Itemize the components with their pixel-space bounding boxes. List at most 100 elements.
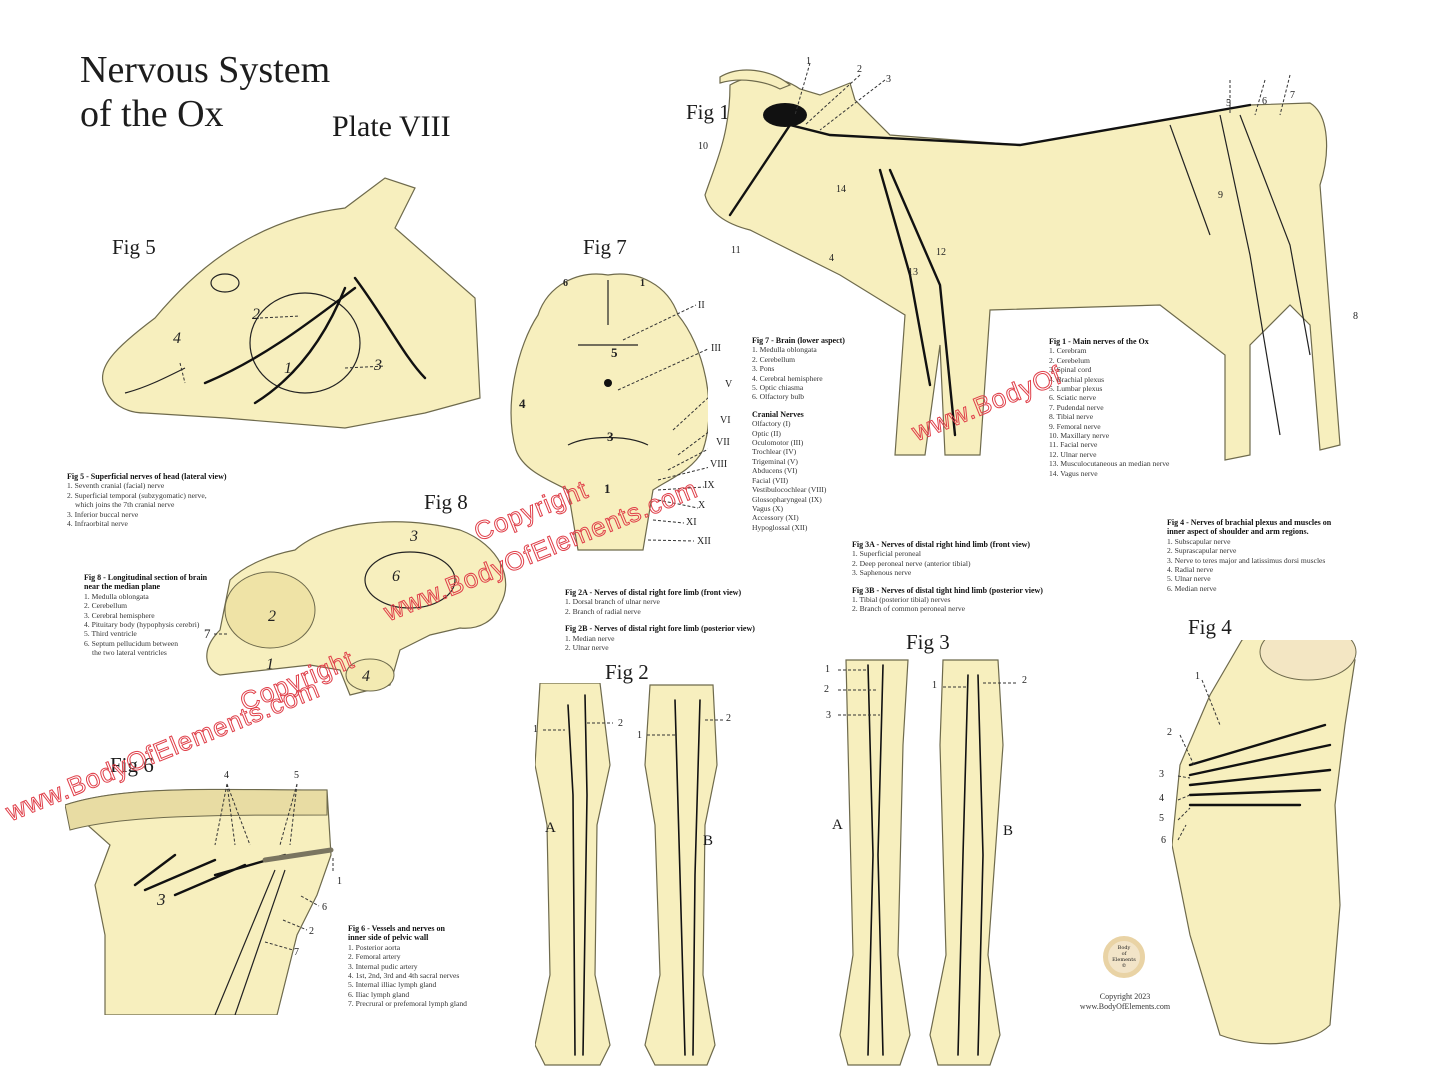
fig7-legend-item: 6. Olfactory bulb — [752, 392, 805, 402]
fig4-legend-item: 1. Subscapular nerve — [1167, 536, 1231, 546]
fig2-legend: Fig 2A - Nerves of distal right fore lim… — [565, 588, 755, 652]
head-shape — [101, 177, 481, 429]
fig1-legend-item: 12. Ulnar nerve — [1049, 449, 1097, 459]
fig2-limbs-illustration — [535, 683, 723, 1066]
fig7-callout-V: V — [725, 379, 733, 390]
fig3-legend: Fig 3A - Nerves of distal right hind lim… — [852, 540, 1043, 614]
fig7-cranial-item: Vagus (X) — [752, 503, 784, 513]
fig5-legend-item: which joins the 7th cranial nerve — [75, 500, 175, 510]
poster-title: Nervous System of the Ox — [80, 48, 330, 136]
fig6-legend-item: 6. Iliac lymph gland — [348, 989, 410, 999]
fig4-label: Fig 4 — [1188, 615, 1232, 639]
fig2b-callout-1: 1 — [637, 730, 642, 741]
fig8-callout-3: 3 — [410, 528, 418, 545]
fig1-legend-item: 6. Sciatic nerve — [1049, 393, 1097, 403]
fig8-legend-item: 2. Cerebellum — [84, 601, 128, 611]
fig4-callout-1: 1 — [1195, 671, 1200, 682]
fig7-callout-VI: VI — [720, 415, 731, 426]
logo-text-2: of — [1121, 951, 1127, 957]
fig8-label: Fig 8 — [424, 490, 468, 514]
fig4-legend-item: 6. Median nerve — [1167, 583, 1217, 593]
fig6-legend-item: 1. Posterior aorta — [348, 942, 401, 952]
fig6-legend-item: 5. Internal illiac lymph gland — [348, 980, 437, 990]
fig1-legend-item: 10. Maxillary nerve — [1049, 431, 1110, 441]
fig7-callout-X: X — [698, 500, 706, 511]
humeral-head — [1259, 640, 1357, 681]
fig1-callout-10: 10 — [698, 141, 708, 152]
title-line-2: of the Ox — [80, 93, 224, 135]
fig7-cranial-item: Accessory (XI) — [752, 513, 799, 523]
fig1-callout-13: 13 — [908, 267, 918, 278]
fig3a-legend-item: 2. Deep peroneal nerve (anterior tibial) — [852, 558, 971, 568]
fig8-callout-2: 2 — [268, 608, 276, 625]
fig7-cranial-item: Trigeminal (V) — [752, 456, 798, 466]
fig7-callout-IX: IX — [704, 480, 715, 491]
fig8-legend-item: 5. Third ventricle — [84, 629, 137, 639]
fig4-legend-item: 5. Ulnar nerve — [1167, 574, 1211, 584]
posterior-aorta — [262, 847, 334, 863]
fig8-legend-title-2: near the median plane — [84, 582, 161, 592]
website-text: www.BodyOfElements.com — [1079, 1002, 1171, 1011]
fig2b-legend-title: Fig 2B - Nerves of distal right fore lim… — [565, 624, 755, 634]
fig1-legend-item: 3. Spinal cord — [1049, 365, 1092, 375]
fig3b-callout-2: 2 — [1022, 675, 1027, 686]
fig4-legend-title-2: inner aspect of shoulder and arm regions… — [1167, 527, 1309, 537]
fig8-callout-4: 4 — [362, 668, 370, 685]
brain-septum — [364, 551, 456, 609]
fig5-callout-3: 3 — [374, 357, 382, 374]
fig7-legend-item: 2. Cerebellum — [752, 354, 796, 364]
fig3a-legend-item: 3. Saphenous nerve — [852, 568, 912, 578]
fig4-callout-5: 5 — [1159, 813, 1164, 824]
fig6-callout-1: 1 — [337, 876, 342, 887]
fig4-legend-title-1: Fig 4 - Nerves of brachial plexus and mu… — [1167, 518, 1332, 527]
fig7-label: Fig 7 — [583, 235, 627, 259]
ox-sciatic-nerve — [1219, 114, 1281, 436]
fig1-legend-item: 11. Facial nerve — [1049, 440, 1098, 450]
fig8-callout-7: 7 — [204, 626, 211, 641]
fig6-callout-5: 5 — [294, 770, 299, 781]
fig4-legend-item: 4. Radial nerve — [1167, 565, 1214, 575]
fig7-brain-illustration — [510, 273, 708, 551]
fig8-legend-item: the two lateral ventricles — [92, 648, 167, 658]
fig7-region-3: 3 — [607, 429, 614, 444]
fig1-callout-6: 6 — [1262, 96, 1267, 107]
fig7-callout-II: II — [698, 300, 705, 311]
hind-limb-b — [929, 659, 1004, 1066]
fig6-legend-title-1: Fig 6 - Vessels and nerves on — [348, 924, 445, 933]
fig2b-callout-2: 2 — [726, 713, 731, 724]
ox-median-nerve — [888, 168, 957, 437]
fig8-callout-6: 6 — [392, 568, 400, 585]
fig5-callout-4: 4 — [173, 330, 181, 347]
fig6-legend-item: 4. 1st, 2nd, 3rd and 4th sacral nerves — [348, 971, 460, 981]
fig6-callout-6: 6 — [322, 902, 327, 913]
ox-brachial-nerve — [878, 168, 932, 387]
fig8-legend-item: 1. Medulla oblongata — [84, 591, 149, 601]
fig2a-callout-1: 1 — [533, 724, 538, 735]
head-buccal-nerve — [253, 286, 347, 405]
fig7-cranial-item: Hypoglossal (XII) — [752, 522, 808, 532]
fig3-limbs-illustration — [838, 659, 1016, 1066]
fig3-view-a: A — [832, 817, 843, 833]
fore-limb-b-nerve-2 — [692, 699, 701, 1056]
fig7-legend-item: 1. Medulla oblongata — [752, 345, 817, 355]
fig7-legend: Fig 7 - Brain (lower aspect) 1. Medulla … — [752, 336, 845, 532]
fig4-callout-6: 6 — [1161, 835, 1166, 846]
fig1-callout-14: 14 — [836, 184, 846, 195]
fig5-callout-1: 1 — [284, 360, 292, 377]
fig8-legend: Fig 8 - Longitudinal section of brain ne… — [84, 573, 207, 658]
fig1-legend-title: Fig 1 - Main nerves of the Ox — [1049, 337, 1149, 346]
fig1-legend-item: 1. Cerebram — [1049, 346, 1087, 356]
fig3b-legend-item: 2. Branch of common peroneal nerve — [852, 604, 966, 614]
fig2-label: Fig 2 — [605, 660, 649, 684]
fig1-legend: Fig 1 - Main nerves of the Ox 1. Cerebra… — [1049, 337, 1169, 478]
fig7-cranial-item: Optic (II) — [752, 428, 781, 438]
fig4-callout-2: 2 — [1167, 727, 1172, 738]
fig1-callout-11: 11 — [731, 245, 741, 256]
fig6-callout-3: 3 — [157, 890, 166, 909]
fig1-callout-1: 1 — [806, 56, 811, 67]
fig3a-callout-2: 2 — [824, 684, 829, 695]
ox-brain-mark — [763, 103, 807, 127]
fig7-cranial-title: Cranial Nerves — [752, 409, 804, 419]
brain-pituitary-dot — [604, 379, 612, 387]
fig7-cranial-item: Oculomotor (III) — [752, 438, 804, 448]
